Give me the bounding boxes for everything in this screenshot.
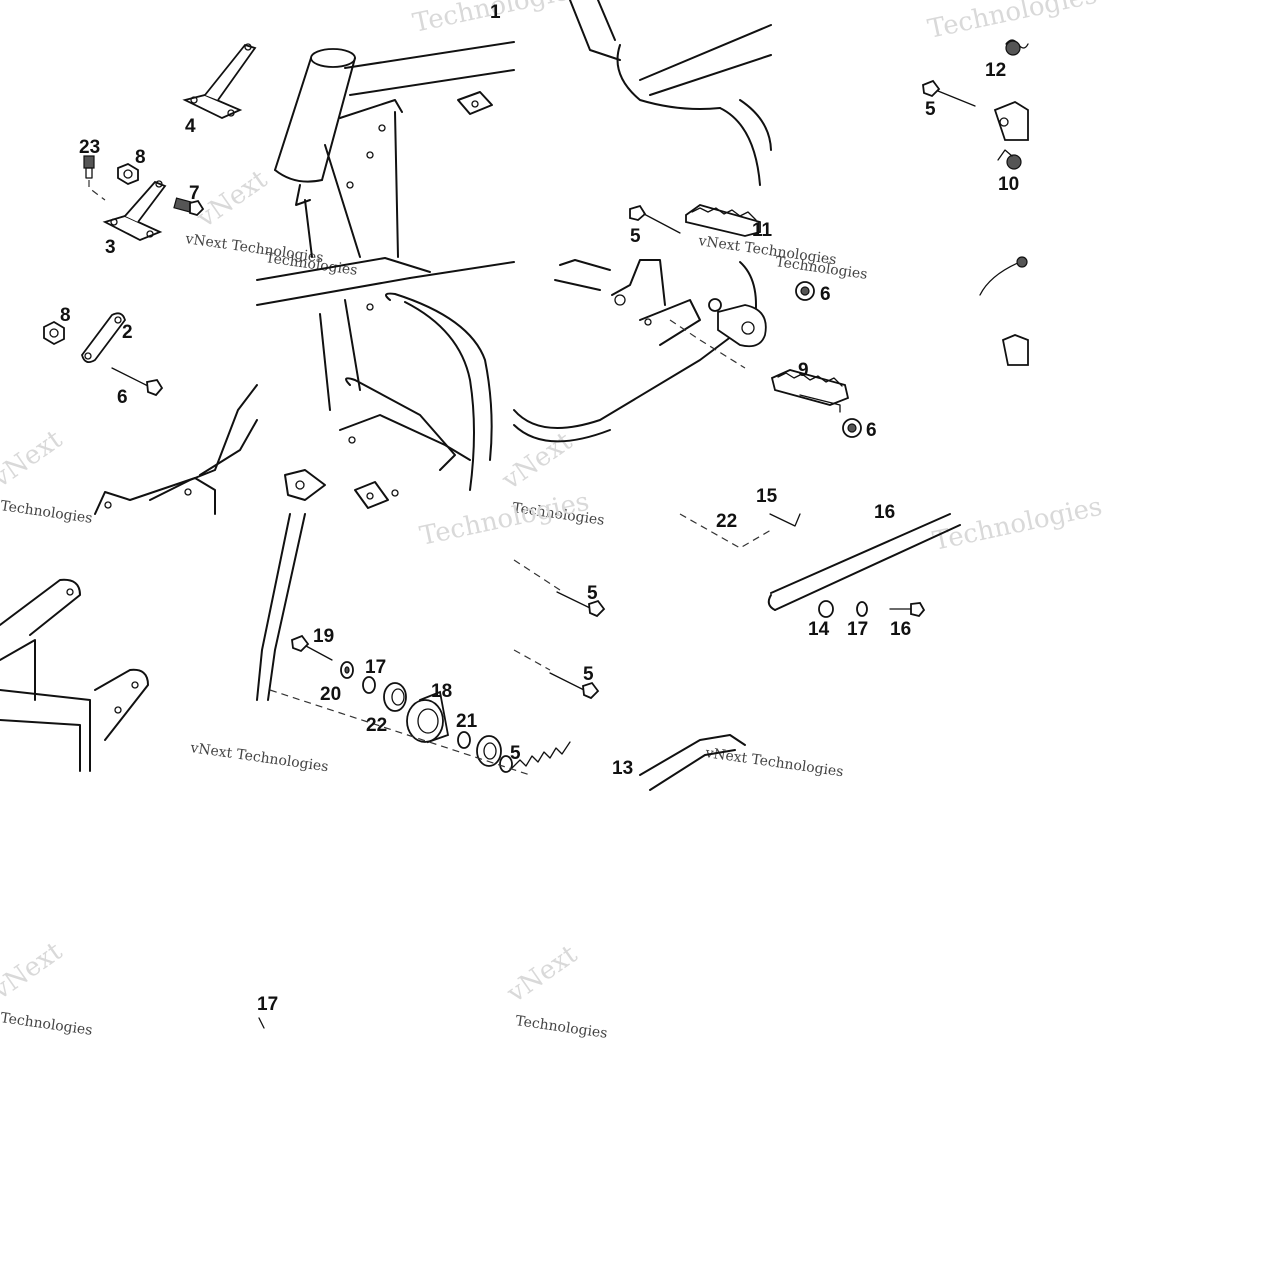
- bolt-part-5: [556, 591, 606, 618]
- bolt-part-23: [83, 155, 95, 179]
- leader-line: [513, 559, 561, 591]
- callout-label: 2: [122, 322, 133, 343]
- bolt-part-5: [922, 79, 976, 107]
- bolt-part-5: [629, 204, 681, 234]
- callout-label: 21: [456, 711, 478, 732]
- kickstand-bracket: [0, 578, 149, 772]
- bolt-part-7: [173, 197, 205, 217]
- watermark-text: vNext: [496, 426, 578, 496]
- callout-label: 20: [320, 684, 341, 705]
- watermark-text: Technologies: [417, 487, 592, 552]
- callout-label: 5: [925, 99, 936, 120]
- leader-line: [269, 689, 531, 776]
- callout-label: 3: [105, 237, 116, 258]
- callout-label: 19: [313, 626, 334, 647]
- bushing-part-22b: [476, 735, 502, 767]
- callout-label: 16: [890, 619, 911, 640]
- bolt-part-16: [889, 602, 926, 618]
- watermarks: Technologies Technologies vNext vNext Te…: [0, 0, 1105, 1042]
- callout-label: 12: [985, 60, 1006, 81]
- nut-part-8: [43, 320, 65, 346]
- leader-line: [513, 649, 551, 671]
- bracket-part-3: [102, 180, 167, 241]
- watermark-text: Technologies: [0, 1010, 93, 1039]
- watermark-text: Technologies: [514, 1013, 608, 1042]
- watermark-text: vNext: [191, 164, 273, 234]
- callout-label: 17: [365, 657, 386, 678]
- callout-label: 8: [60, 305, 71, 326]
- callout-label: 1: [490, 2, 501, 23]
- tube-part: [767, 513, 961, 611]
- callout-label: 11: [752, 220, 773, 241]
- link-plate-part-2: [81, 312, 126, 364]
- callout-label: 5: [587, 583, 598, 604]
- callout-label: 5: [510, 743, 521, 764]
- callout-label: 4: [185, 116, 196, 137]
- watermark-text: Technologies: [930, 492, 1105, 557]
- leader-line: [669, 319, 746, 369]
- footpeg-part-11: [685, 204, 761, 237]
- callout-label: 5: [630, 226, 641, 247]
- callout-label: 23: [79, 137, 100, 158]
- callout-label: 16: [874, 502, 895, 523]
- washer-part-17: [856, 601, 868, 617]
- leader-line: [88, 180, 106, 201]
- frame-head-tube: [274, 41, 515, 258]
- bolt-part-5: [549, 672, 600, 700]
- frame-tube-lower: [256, 513, 306, 701]
- callout-label: 6: [117, 387, 128, 408]
- spring-part-12: [1005, 39, 1029, 56]
- callout-label: 9: [798, 360, 809, 381]
- bracket-part-4: [182, 43, 257, 119]
- watermark-caption: vNext Technologies: [703, 745, 844, 780]
- callout-label: 6: [866, 420, 877, 441]
- watermark-text: vNext: [0, 936, 68, 1006]
- callout-label: 13: [612, 758, 633, 779]
- callout-label: 7: [189, 183, 200, 204]
- callout-label: 8: [135, 147, 146, 168]
- spacer-part-14: [818, 600, 834, 618]
- footrest-mount: [513, 259, 767, 443]
- callout-label: 10: [998, 174, 1019, 195]
- spring-fragment: [979, 256, 1029, 366]
- washer-fragment: [258, 1017, 265, 1029]
- nut-part-6: [795, 281, 815, 301]
- washer-part-20: [340, 661, 354, 679]
- callout-label: 5: [583, 664, 594, 685]
- callout-label: 6: [820, 284, 831, 305]
- bushing-part-22: [383, 682, 407, 712]
- callout-label: 14: [808, 619, 830, 640]
- frame-bar-upper: [569, 0, 772, 186]
- bolt-part-19: [291, 634, 333, 661]
- spring-fragment: [769, 513, 801, 527]
- nut-part-6: [842, 418, 862, 438]
- washer-part-17: [362, 676, 376, 694]
- callout-label: 15: [756, 486, 778, 507]
- nut-part-8: [117, 162, 139, 186]
- roller-part-18: [406, 690, 450, 744]
- spring-part-15: [499, 741, 571, 773]
- watermark-text: vNext: [501, 939, 583, 1009]
- callout-label: 18: [431, 681, 452, 702]
- watermark-caption: vNext Technologies: [188, 740, 329, 775]
- kickstand-part-13: [639, 734, 746, 791]
- callout-label: 17: [847, 619, 868, 640]
- footpeg-part-9: [770, 369, 850, 413]
- callout-label: 17: [257, 994, 278, 1015]
- frame-junction: [256, 257, 515, 509]
- frame-rear: [94, 384, 258, 515]
- bolt-part-6: [111, 367, 164, 397]
- spacer-part-21: [457, 731, 471, 749]
- callout-labels: 1 4 23 8 7 3 12 5 10 5 11 8 2 6 6 9 6 15…: [60, 2, 1019, 1015]
- watermark-text: Technologies: [0, 498, 93, 527]
- watermark-text: vNext: [0, 424, 68, 494]
- bracket-part-10: [993, 100, 1029, 170]
- callout-label: 22: [366, 715, 387, 736]
- callout-label: 22: [716, 511, 737, 532]
- watermark-text: Technologies: [925, 0, 1100, 45]
